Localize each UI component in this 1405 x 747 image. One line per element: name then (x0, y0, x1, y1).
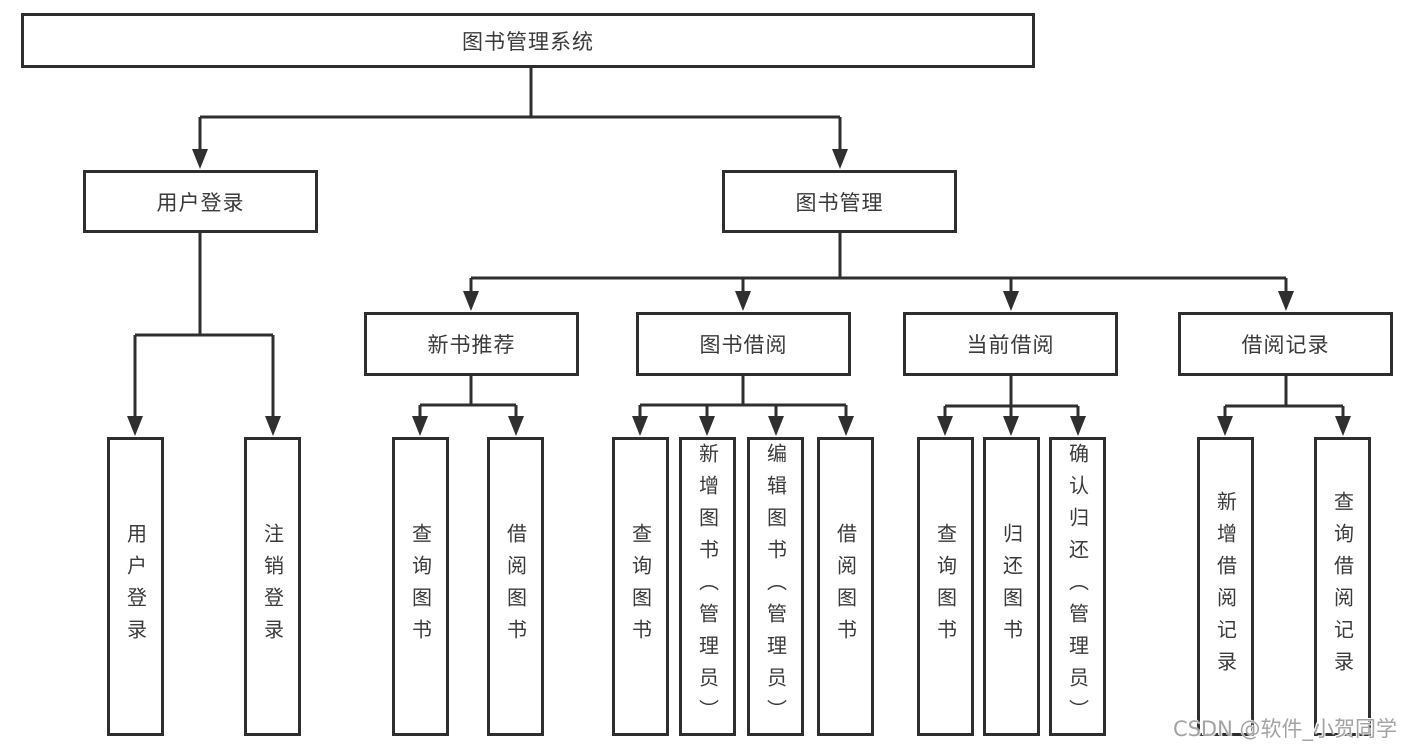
connector-user-login-to-leaves (127, 233, 281, 436)
leaf-logout-label: 注销登录 (260, 522, 285, 651)
arrowhead (1217, 416, 1233, 436)
leaf-query-borrow-record: 查询借阅记录 (1314, 437, 1371, 736)
leaf-borrow-book-1: 借阅图书 (487, 437, 544, 736)
leaf-add-borrow-record-label: 新增借阅记录 (1213, 490, 1238, 683)
node-book-borrow-label: 图书借阅 (699, 333, 788, 357)
leaf-query-book-3: 查询图书 (917, 437, 974, 736)
node-book-management: 图书管理 (722, 170, 957, 233)
leaf-return-book: 归还图书 (983, 437, 1040, 736)
arrowhead (412, 416, 428, 436)
node-current-borrow: 当前借阅 (903, 312, 1118, 376)
leaf-user-login-label: 用户登录 (123, 522, 148, 651)
arrowhead (832, 149, 848, 169)
node-borrow-record: 借阅记录 (1178, 312, 1393, 376)
arrowhead (937, 416, 953, 436)
node-root-label: 图书管理系统 (462, 29, 594, 54)
arrowhead (1335, 416, 1351, 436)
leaf-edit-book-admin: 编辑图书（管理员） (747, 437, 804, 736)
connector-book-mgmt-to-level3 (463, 233, 1294, 311)
node-user-login-label: 用户登录 (156, 190, 245, 215)
arrowhead (1070, 416, 1086, 436)
node-new-book-recommend: 新书推荐 (364, 312, 579, 376)
leaf-edit-book-admin-label: 编辑图书（管理员） (763, 442, 788, 731)
connector-borrow-record-to-leaves (1217, 376, 1351, 436)
arrowhead (699, 416, 715, 436)
connector-book-borrow-to-leaves (632, 376, 854, 436)
node-new-book-recommend-label: 新书推荐 (427, 333, 516, 357)
arrowhead (1278, 291, 1294, 311)
node-book-management-label: 图书管理 (795, 190, 884, 215)
leaf-borrow-book-2: 借阅图书 (817, 437, 874, 736)
leaf-logout: 注销登录 (244, 437, 301, 736)
arrowhead (768, 416, 784, 436)
arrowhead (735, 291, 751, 311)
leaf-query-borrow-record-label: 查询借阅记录 (1330, 490, 1355, 683)
leaf-query-book-1: 查询图书 (392, 437, 449, 736)
leaf-user-login: 用户登录 (107, 437, 164, 736)
leaf-borrow-book-2-label: 借阅图书 (833, 522, 858, 651)
arrowhead (265, 416, 281, 436)
leaf-query-book-2: 查询图书 (612, 437, 669, 736)
arrowhead (1003, 416, 1019, 436)
node-borrow-record-label: 借阅记录 (1241, 333, 1330, 357)
connector-current-borrow-to-leaves (937, 376, 1086, 436)
node-book-borrow: 图书借阅 (636, 312, 851, 376)
leaf-confirm-return-admin-label: 确认归还（管理员） (1065, 442, 1090, 731)
arrowhead (192, 149, 208, 169)
leaf-query-book-1-label: 查询图书 (408, 522, 433, 651)
leaf-add-book-admin: 新增图书（管理员） (679, 437, 736, 736)
arrowhead (1003, 291, 1019, 311)
leaf-add-borrow-record: 新增借阅记录 (1197, 437, 1254, 736)
leaf-confirm-return-admin: 确认归还（管理员） (1049, 437, 1106, 736)
arrowhead (508, 416, 524, 436)
leaf-return-book-label: 归还图书 (999, 522, 1024, 651)
node-root: 图书管理系统 (21, 13, 1035, 68)
arrowhead (838, 416, 854, 436)
leaf-borrow-book-1-label: 借阅图书 (503, 522, 528, 651)
leaf-query-book-3-label: 查询图书 (933, 522, 958, 651)
csdn-watermark: CSDN @软件_小贺同学 (1172, 717, 1397, 741)
arrowhead (127, 416, 143, 436)
arrowhead (463, 291, 479, 311)
arrowhead (632, 416, 648, 436)
node-current-borrow-label: 当前借阅 (966, 333, 1055, 357)
node-user-login: 用户登录 (83, 170, 318, 233)
connector-new-book-rec-to-leaves (412, 376, 524, 436)
leaf-add-book-admin-label: 新增图书（管理员） (695, 442, 720, 731)
leaf-query-book-2-label: 查询图书 (628, 522, 653, 651)
connector-root-to-level2 (192, 68, 848, 169)
